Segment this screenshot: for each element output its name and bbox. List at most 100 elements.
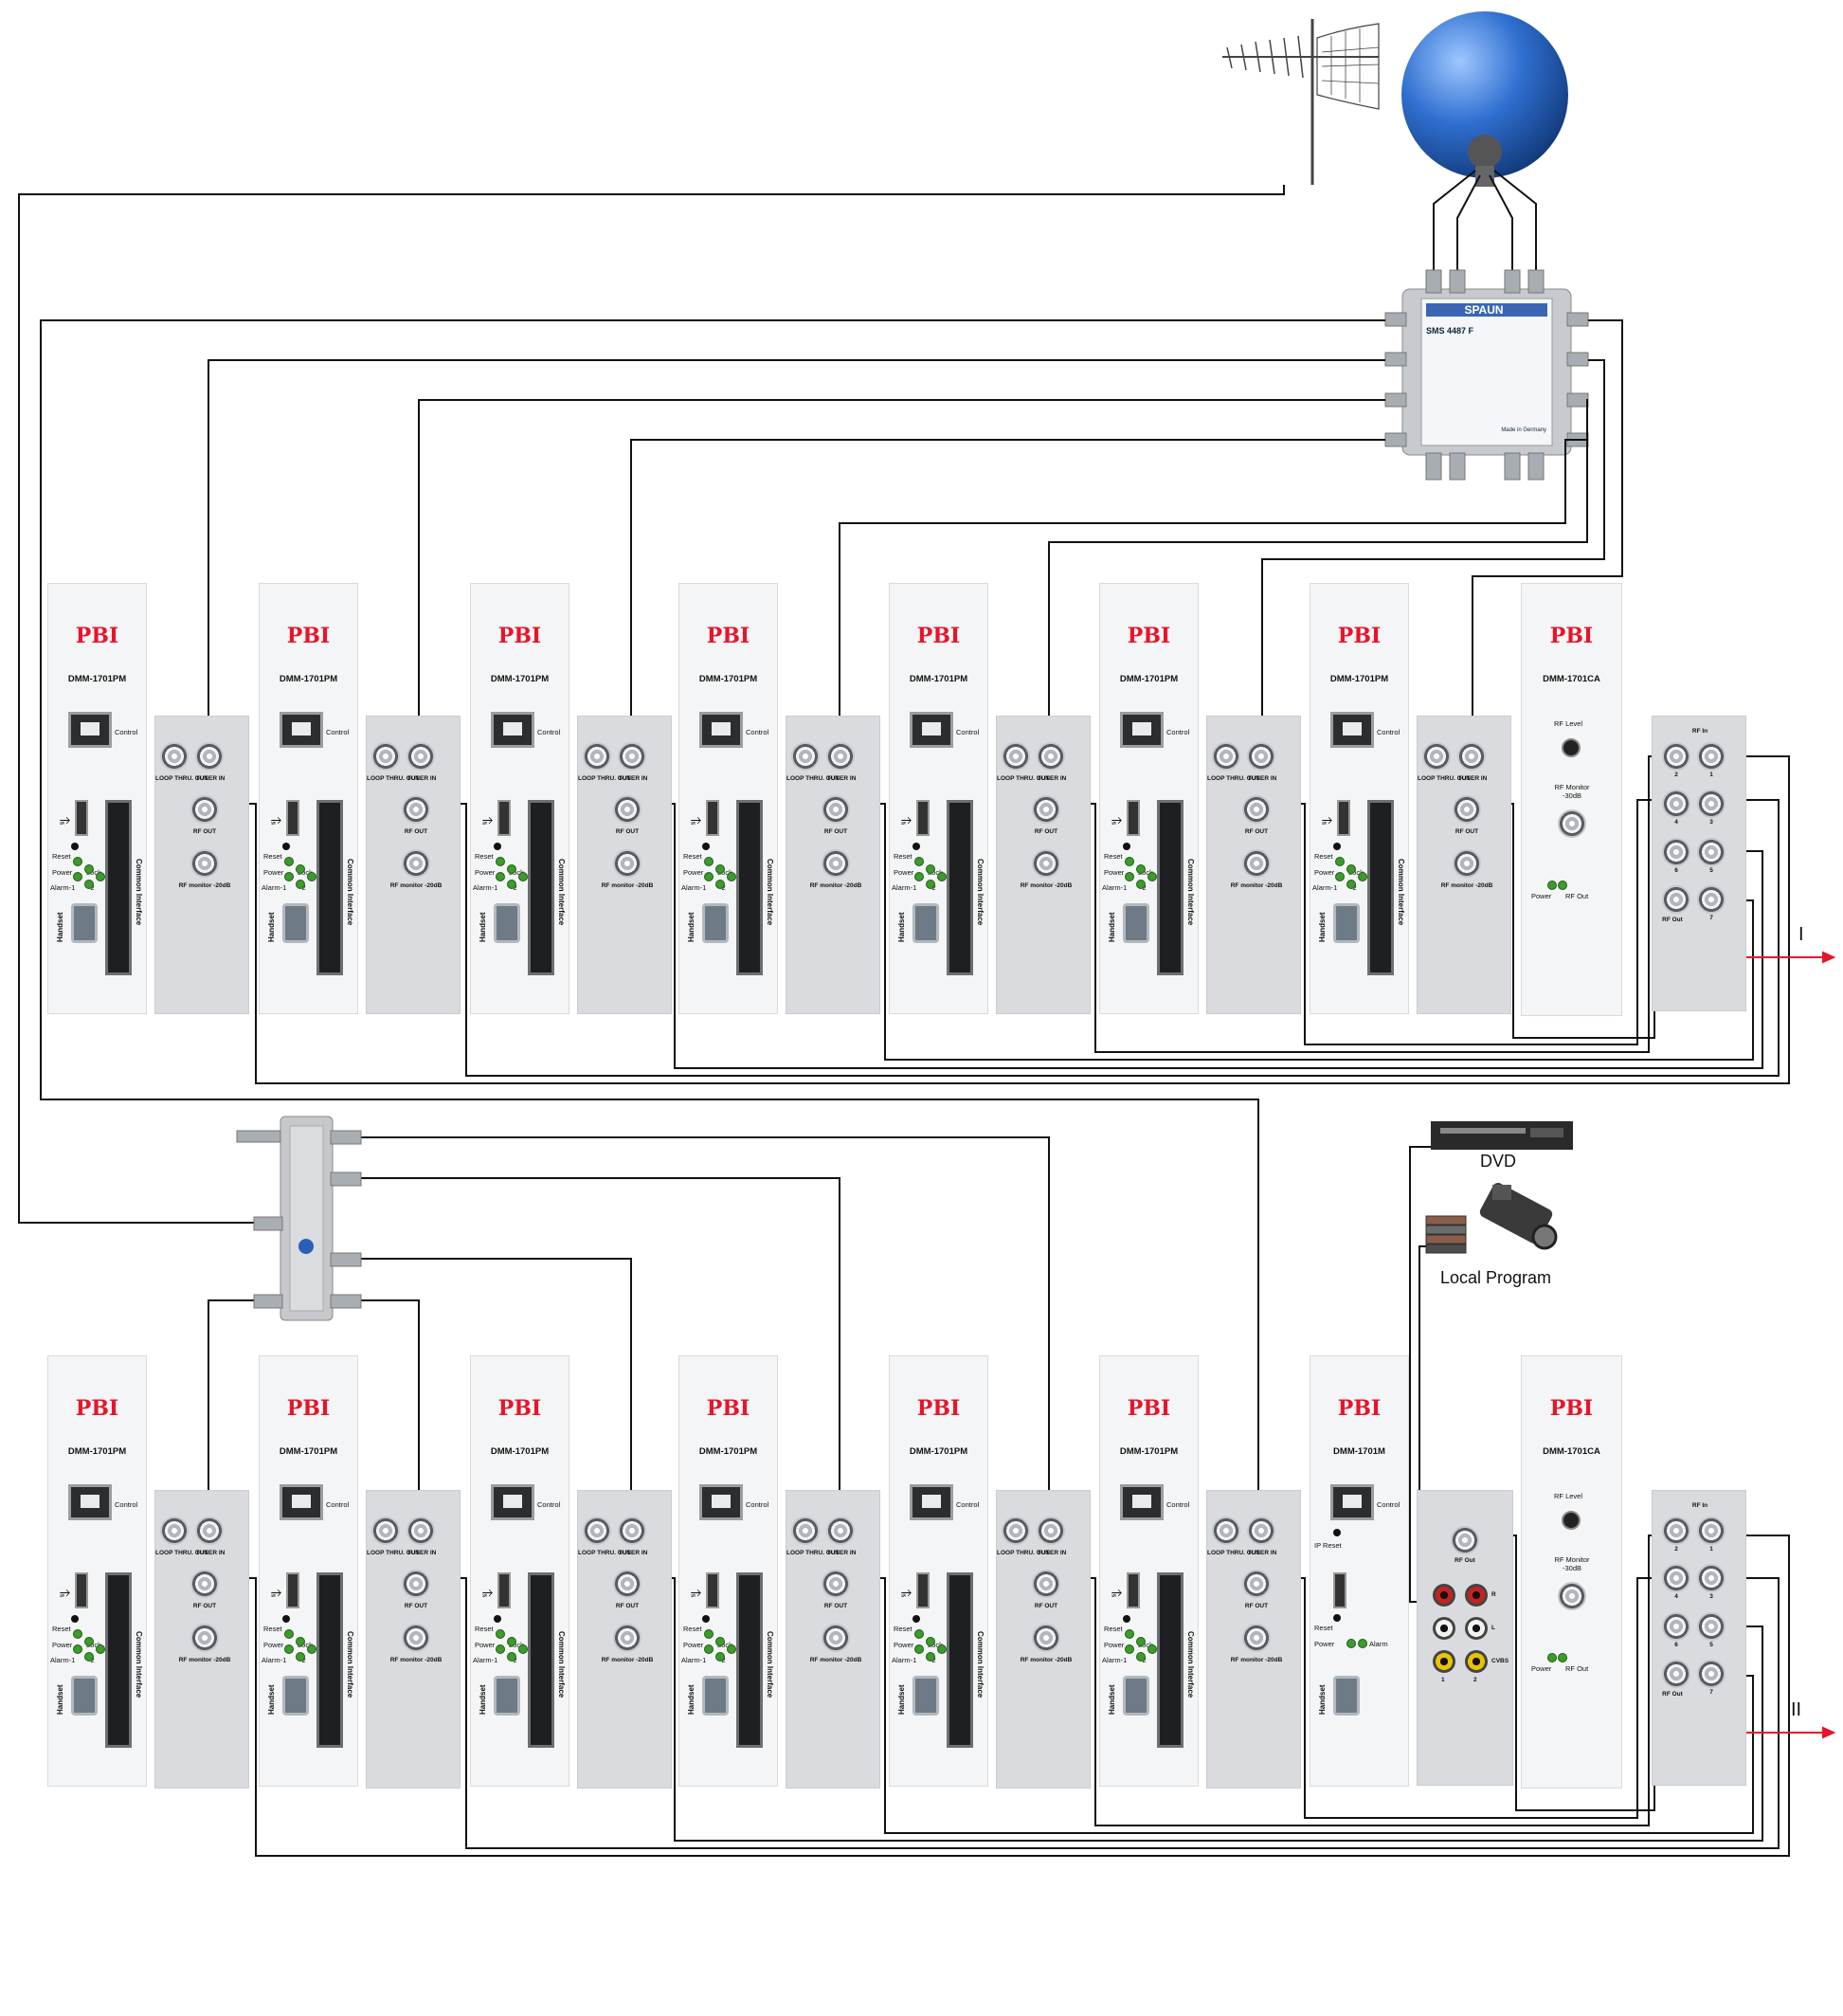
usb-port[interactable] <box>75 800 88 836</box>
usb-port[interactable] <box>497 1572 511 1608</box>
common-interface-slot[interactable] <box>316 1572 343 1748</box>
rf-in-port[interactable] <box>1697 885 1726 914</box>
usb-port[interactable] <box>1127 1572 1140 1608</box>
reset-button[interactable] <box>494 1615 501 1623</box>
usb-port[interactable] <box>706 800 719 836</box>
rf-level-knob[interactable] <box>1562 738 1581 757</box>
rf-monitor-port[interactable] <box>1032 1624 1060 1652</box>
rf-in-port[interactable] <box>1697 1517 1726 1545</box>
rf-out-port[interactable] <box>190 1570 219 1598</box>
reset-button[interactable] <box>71 843 79 850</box>
rf-monitor-port[interactable] <box>1558 809 1586 838</box>
rf-out-port[interactable] <box>1453 795 1481 824</box>
rf-out-port[interactable] <box>1662 885 1690 914</box>
rca-jack[interactable] <box>1433 1617 1455 1640</box>
reset-button[interactable] <box>702 1615 710 1623</box>
handset-port[interactable] <box>71 903 98 943</box>
rf-in-port[interactable] <box>1697 1564 1726 1592</box>
control-port[interactable] <box>1120 1484 1164 1520</box>
rf-monitor-port[interactable] <box>1242 1624 1271 1652</box>
control-port[interactable] <box>491 712 534 748</box>
common-interface-slot[interactable] <box>947 1572 973 1748</box>
rf-monitor-port[interactable] <box>402 1624 430 1652</box>
handset-port[interactable] <box>702 903 729 943</box>
rf-out-port[interactable] <box>1032 795 1060 824</box>
usb-port[interactable] <box>1127 800 1140 836</box>
tuner-in-port[interactable] <box>618 742 646 771</box>
handset-port[interactable] <box>494 1676 520 1716</box>
rf-out-port[interactable] <box>1242 795 1271 824</box>
usb-port[interactable] <box>497 800 511 836</box>
common-interface-slot[interactable] <box>316 800 343 975</box>
control-port[interactable] <box>1120 712 1164 748</box>
control-port[interactable] <box>699 712 743 748</box>
rca-jack[interactable] <box>1465 1584 1488 1607</box>
control-port[interactable] <box>280 1484 323 1520</box>
loop-thru-out-port[interactable] <box>371 742 400 771</box>
rf-monitor-port[interactable] <box>822 1624 850 1652</box>
handset-port[interactable] <box>912 1676 939 1716</box>
rf-in-port[interactable] <box>1662 1612 1690 1641</box>
loop-thru-out-port[interactable] <box>1422 742 1451 771</box>
ip-reset-button[interactable] <box>1333 1529 1341 1536</box>
rf-monitor-port[interactable] <box>190 849 219 878</box>
handset-port[interactable] <box>71 1676 98 1716</box>
loop-thru-out-port[interactable] <box>371 1517 400 1545</box>
rf-in-port[interactable] <box>1662 790 1690 818</box>
rf-monitor-port[interactable] <box>822 849 850 878</box>
reset-button[interactable] <box>912 843 920 850</box>
common-interface-slot[interactable] <box>105 800 132 975</box>
tuner-in-port[interactable] <box>1457 742 1486 771</box>
rca-jack[interactable] <box>1433 1584 1455 1607</box>
reset-button[interactable] <box>702 843 710 850</box>
control-port[interactable] <box>910 712 953 748</box>
common-interface-slot[interactable] <box>1367 800 1394 975</box>
handset-port[interactable] <box>912 903 939 943</box>
tuner-in-port[interactable] <box>826 742 855 771</box>
common-interface-slot[interactable] <box>736 1572 763 1748</box>
rf-out-port[interactable] <box>402 795 430 824</box>
rf-monitor-port[interactable] <box>402 849 430 878</box>
handset-port[interactable] <box>1123 1676 1149 1716</box>
reset-button[interactable] <box>1333 1614 1341 1622</box>
reset-button[interactable] <box>71 1615 79 1623</box>
rf-out-port[interactable] <box>1662 1660 1690 1688</box>
rf-out-port[interactable] <box>402 1570 430 1598</box>
handset-port[interactable] <box>282 1676 309 1716</box>
tuner-in-port[interactable] <box>1247 742 1275 771</box>
usb-port[interactable] <box>706 1572 719 1608</box>
usb-port[interactable] <box>286 1572 299 1608</box>
handset-port[interactable] <box>1333 903 1360 943</box>
rf-monitor-port[interactable] <box>613 849 641 878</box>
common-interface-slot[interactable] <box>1157 1572 1183 1748</box>
rf-out-port[interactable] <box>190 795 219 824</box>
loop-thru-out-port[interactable] <box>791 742 820 771</box>
handset-port[interactable] <box>702 1676 729 1716</box>
rf-monitor-port[interactable] <box>613 1624 641 1652</box>
usb-port[interactable] <box>1333 1572 1346 1608</box>
rf-in-port[interactable] <box>1697 742 1726 771</box>
control-port[interactable] <box>68 1484 112 1520</box>
tuner-in-port[interactable] <box>195 1517 224 1545</box>
reset-button[interactable] <box>1123 843 1130 850</box>
rca-jack[interactable] <box>1433 1650 1455 1673</box>
reset-button[interactable] <box>912 1615 920 1623</box>
tuner-in-port[interactable] <box>618 1517 646 1545</box>
tuner-in-port[interactable] <box>407 1517 435 1545</box>
common-interface-slot[interactable] <box>528 1572 554 1748</box>
usb-port[interactable] <box>75 1572 88 1608</box>
reset-button[interactable] <box>1123 1615 1130 1623</box>
tuner-in-port[interactable] <box>1037 1517 1065 1545</box>
reset-button[interactable] <box>282 843 290 850</box>
usb-port[interactable] <box>916 800 930 836</box>
rf-level-knob[interactable] <box>1562 1511 1581 1530</box>
rf-in-port[interactable] <box>1662 1564 1690 1592</box>
handset-port[interactable] <box>494 903 520 943</box>
loop-thru-out-port[interactable] <box>1212 1517 1240 1545</box>
rf-in-port[interactable] <box>1662 838 1690 866</box>
usb-port[interactable] <box>1337 800 1350 836</box>
common-interface-slot[interactable] <box>528 800 554 975</box>
rf-monitor-port[interactable] <box>1242 849 1271 878</box>
rf-in-port[interactable] <box>1662 1517 1690 1545</box>
rf-in-port[interactable] <box>1662 742 1690 771</box>
